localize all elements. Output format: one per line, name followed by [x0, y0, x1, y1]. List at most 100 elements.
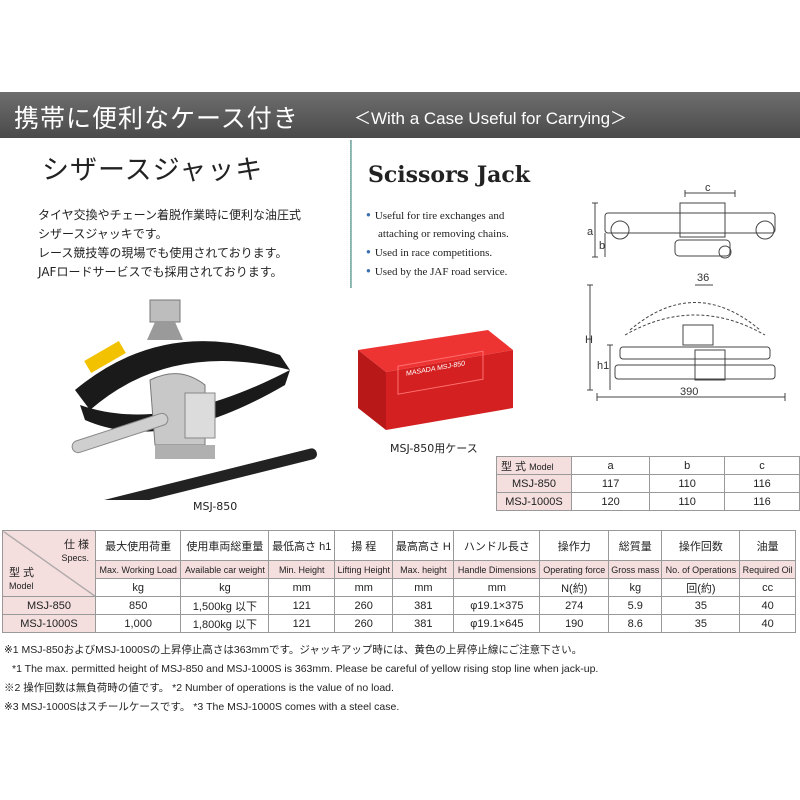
table-unit-cell: N(約): [539, 578, 610, 597]
table-header-cell: 操作力: [539, 530, 610, 561]
product-title-jp: シザースジャッキ: [42, 155, 264, 186]
table-cell: 40: [739, 614, 796, 633]
table-cell: 40: [739, 596, 796, 615]
jack-caption: MSJ-850: [193, 500, 238, 513]
table-header-cell: Lifting Height: [334, 560, 394, 579]
table-header-cell: 型 式 Model: [496, 456, 572, 475]
desc-en-item: Used by the JAF road service.: [366, 262, 509, 281]
desc-jp-line: レース競技等の現場でも使用されております。: [38, 246, 288, 260]
table-cell: 116: [724, 492, 800, 511]
table-unit-cell: kg: [608, 578, 663, 597]
dim-a-label: a: [587, 226, 594, 238]
table-cell: 121: [268, 614, 336, 633]
table-header-cell: Available car weight: [180, 560, 270, 579]
banner-title-en: ＜With a Case Useful for Carrying＞: [354, 109, 628, 128]
dimension-table: 型 式 Model a b c MSJ-850 117 110 116 MSJ-…: [496, 456, 800, 511]
table-cell: 190: [539, 614, 610, 633]
footnote: ※2 操作回数は無負荷時の値です。 *2 Number of operation…: [4, 682, 394, 694]
table-row: MSJ-1000S 120 110 116: [496, 492, 800, 511]
table-header-cell: c: [724, 456, 800, 475]
footnote: ※1 MSJ-850およびMSJ-1000Sの上昇停止高さは363mmです。ジャ…: [4, 644, 583, 656]
table-cell: MSJ-850: [496, 474, 572, 493]
case-caption: MSJ-850用ケース: [390, 442, 478, 455]
table-header-cell: 使用車両総重量: [180, 530, 270, 561]
table-header-cell: 総質量: [608, 530, 663, 561]
table-unit-cell: cc: [739, 578, 796, 597]
table-header-cell: 揚 程: [334, 530, 394, 561]
table-unit-cell: kg: [94, 578, 182, 597]
table-cell: 8.6: [608, 614, 663, 633]
dim-h1-label: h1: [597, 360, 609, 372]
jack-product-image: [71, 299, 317, 500]
table-cell: 5.9: [608, 596, 663, 615]
table-unit-cell: mm: [268, 578, 336, 597]
table-cell: 120: [570, 492, 651, 511]
product-title-en: Scissors Jack: [368, 162, 531, 188]
table-header-cell: b: [649, 456, 726, 475]
table-cell: 35: [661, 614, 741, 633]
table-header-cell: Max. height: [392, 560, 455, 579]
table-header-cell: Required Oil: [739, 560, 796, 579]
desc-jp-line: シザースジャッキです。: [38, 227, 168, 241]
table-row: MSJ-850 850 1,500kg 以下 121 260 381 φ19.1…: [2, 596, 796, 615]
table-header-cell: 操作回数: [661, 530, 741, 561]
table-unit-cell: mm: [392, 578, 455, 597]
table-cell: 1,000: [94, 614, 182, 633]
table-header-cell: 最大使用荷重: [94, 530, 182, 561]
table-header-cell: 最低高さ h1: [268, 530, 336, 561]
table-cell: 260: [334, 614, 394, 633]
table-cell: 274: [539, 596, 610, 615]
table-header-cell: Gross mass: [608, 560, 663, 579]
desc-en-item: Used in race competitions.: [366, 243, 509, 262]
description-jp: タイヤ交換やチェーン着脱作業時に便利な油圧式 シザースジャッキです。 レース競技…: [38, 206, 301, 282]
table-cell: 381: [392, 596, 455, 615]
table-cell: MSJ-1000S: [496, 492, 572, 511]
table-header-cell: Max. Working Load: [94, 560, 182, 579]
dim-36-label: 36: [697, 272, 709, 284]
dim-390-label: 390: [680, 386, 698, 398]
table-cell: 117: [570, 474, 651, 493]
table-cell: MSJ-850: [2, 596, 96, 615]
dim-c-label: c: [705, 185, 711, 194]
table-unit-cell: 回(約): [661, 578, 741, 597]
table-row: MSJ-850 117 110 116: [496, 474, 800, 493]
table-header-cell: Operating force: [539, 560, 610, 579]
table-cell: 110: [649, 474, 726, 493]
dim-b-label: b: [599, 240, 605, 252]
table-header-cell: No. of Operations: [661, 560, 741, 579]
footnotes: ※1 MSJ-850およびMSJ-1000Sの上昇停止高さは363mmです。ジャ…: [4, 641, 598, 717]
table-cell: 35: [661, 596, 741, 615]
desc-jp-line: JAFロードサービスでも採用されております。: [38, 265, 283, 279]
table-header-cell: ハンドル長さ: [453, 530, 541, 561]
table-cell: MSJ-1000S: [2, 614, 96, 633]
dimension-diagram: c a b 36 H h1 390: [585, 185, 786, 401]
table-cell: φ19.1×645: [453, 614, 541, 633]
table-header-cell: a: [570, 456, 651, 475]
desc-jp-line: タイヤ交換やチェーン着脱作業時に便利な油圧式: [38, 208, 302, 222]
table-header-cell: 最高高さ H: [392, 530, 455, 561]
dim-H-label: H: [585, 334, 593, 346]
table-row: MSJ-1000S 1,000 1,800kg 以下 121 260 381 φ…: [2, 614, 796, 633]
table-header-cell: 油量: [739, 530, 796, 561]
table-cell: 1,500kg 以下: [180, 596, 270, 615]
table-header-cell: Min. Height: [268, 560, 336, 579]
table-cell: 121: [268, 596, 336, 615]
table-unit-cell: mm: [453, 578, 541, 597]
case-product-image: MASADA MSJ-850: [358, 330, 513, 430]
footnote: *1 The max. permitted height of MSJ-850 …: [12, 663, 599, 675]
footnote: ※3 MSJ-1000Sはスチールケースです。 *3 The MSJ-1000S…: [4, 701, 400, 713]
table-cell: 1,800kg 以下: [180, 614, 270, 633]
table-cell: 116: [724, 474, 800, 493]
table-row: kg kg mm mm mm mm N(約) kg 回(約) cc: [3, 578, 796, 597]
banner-title-jp: 携帯に便利なケース付き: [14, 104, 299, 133]
table-unit-cell: mm: [334, 578, 394, 597]
table-cell: 850: [94, 596, 182, 615]
banner: 携帯に便利なケース付き ＜With a Case Useful for Carr…: [0, 92, 800, 138]
table-row: 型 式 Model a b c: [496, 456, 800, 475]
column-divider: [350, 140, 352, 288]
